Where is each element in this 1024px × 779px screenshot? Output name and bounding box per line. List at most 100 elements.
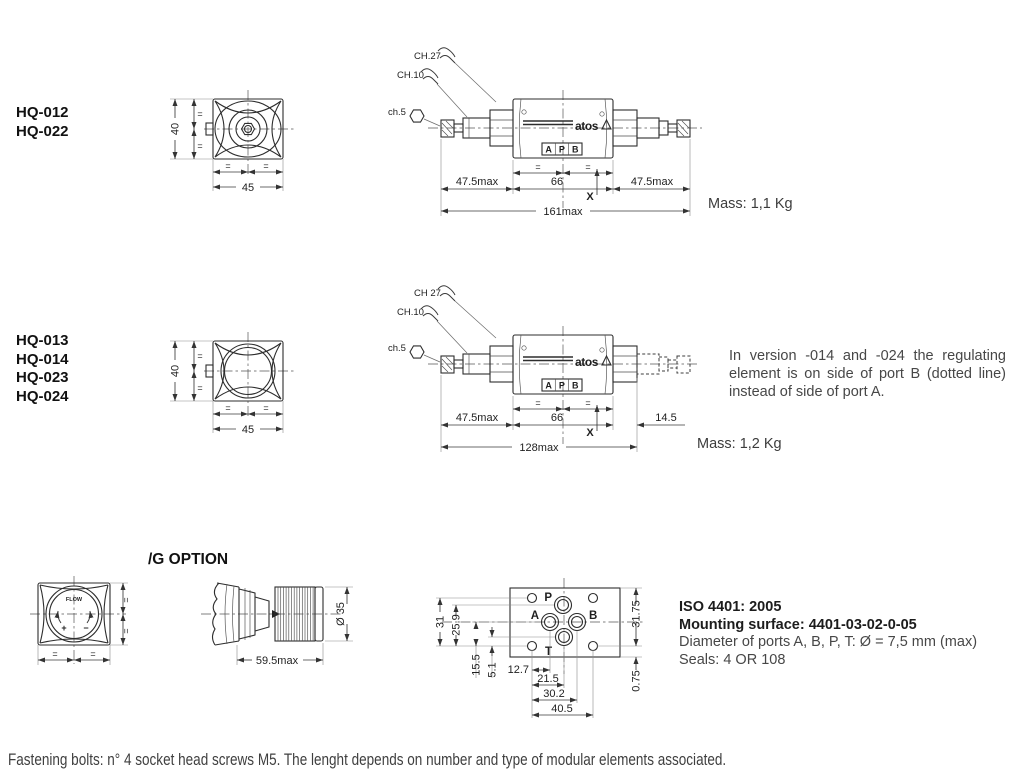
wrench-size-label: CH.27 (414, 51, 441, 62)
hex-key-icon (409, 345, 425, 359)
port-b-label: B (572, 144, 579, 154)
fastening-bolts-note: Fastening bolts: n° 4 socket head screws… (8, 751, 727, 769)
dim-21-5: 21.5 (537, 673, 558, 685)
dim-12-7: 12.7 (508, 664, 529, 676)
dim-width: 45 (242, 424, 254, 436)
mass-label-mid: Mass: 1,2 Kg (697, 436, 782, 452)
front-view-drawing-mid: 40 = = = = 45 (170, 332, 294, 436)
equal-mark: = (197, 141, 202, 151)
wrench-icon (420, 305, 439, 322)
wrench-icon (437, 285, 456, 302)
model-label: HQ-013 (16, 332, 69, 349)
equal-mark: = (52, 649, 57, 659)
equal-mark: = (121, 628, 131, 633)
wrench-icon (420, 68, 439, 85)
allen-size-label: ch.5 (388, 343, 406, 354)
port-a-label: A (531, 610, 539, 622)
equal-mark: = (225, 161, 230, 171)
model-label: HQ-014 (16, 350, 69, 368)
dim-5-1: 5.1 (487, 662, 499, 677)
side-view-drawing-top: atos A P B CH.27 CH.10 ch.5 (388, 47, 702, 218)
version-note: In version -014 and -024 the regulating … (729, 348, 1006, 400)
pointer-triangle-icon (272, 610, 280, 618)
plus-mark: + (61, 623, 66, 633)
equal-mark: = (197, 351, 202, 361)
side-tab (205, 122, 214, 136)
front-view-drawing-top: 40 = = = = 45 (170, 90, 294, 194)
equal-mark: = (197, 383, 202, 393)
mass-label-top: Mass: 1,1 Kg (708, 196, 793, 212)
equal-mark: = (263, 161, 268, 171)
dim-31: 31 (435, 616, 447, 628)
equal-mark: = (225, 403, 230, 413)
port-b-label: B (589, 610, 597, 622)
model-label: HQ-012 (16, 104, 69, 121)
axis-marker: X (586, 427, 594, 439)
port-a-label: A (545, 380, 552, 390)
mounting-plate (509, 587, 621, 658)
atos-delta-icon (601, 354, 612, 366)
dim-length: 59.5max (256, 655, 299, 667)
port-t-label: T (545, 646, 552, 658)
atos-delta-icon (601, 118, 612, 130)
iso-standard: ISO 4401: 2005 (679, 599, 782, 615)
port-p-hole (553, 595, 573, 615)
port-t-hole (554, 627, 574, 647)
wrench-size-label: CH.10 (397, 70, 424, 81)
dim-width: 45 (242, 182, 254, 194)
wrench-size-label: CH 27 (414, 288, 441, 299)
dim-31-75: 31.75 (631, 600, 643, 628)
dim-left: 47.5max (456, 176, 499, 188)
side-view-drawing-mid: atos A P B CH 27 CH.10 ch.5 = (388, 285, 698, 454)
equal-mark: = (263, 403, 268, 413)
model-list-mid: HQ-013 HQ-014 HQ-023 HQ-024 (16, 332, 69, 406)
equal-mark: = (585, 162, 590, 172)
dim-40-5: 40.5 (551, 703, 572, 715)
dim-right: 14.5 (655, 412, 676, 424)
port-a-hole (540, 612, 560, 632)
dim-height: 40 (170, 365, 182, 377)
port-p-label: P (559, 144, 565, 154)
model-list-top: HQ-012 HQ-022 (16, 104, 69, 141)
atos-logo: atos (575, 119, 599, 133)
atos-logo: atos (575, 355, 599, 369)
equal-mark: = (121, 597, 131, 602)
allen-size-label: ch.5 (388, 107, 406, 118)
g-option-front-view: FLOW + − = = = = (30, 576, 131, 665)
seals-note: Seals: 4 OR 108 (679, 651, 786, 668)
dim-total: 161max (543, 206, 583, 218)
dim-total: 128max (519, 442, 559, 454)
bolt-hole (587, 592, 599, 604)
knurl-lines (277, 587, 314, 641)
rotate-arrow-icon (86, 610, 94, 624)
hex-nut (238, 587, 256, 641)
flow-label: FLOW (66, 597, 83, 603)
dim-25-9: 25.9 (451, 614, 463, 635)
port-b-label: B (572, 380, 579, 390)
port-p-label: P (544, 592, 552, 604)
equal-mark: = (197, 109, 202, 119)
wrench-icon (437, 47, 456, 64)
g-option-side-view: 59.5max Ø 35 (201, 582, 353, 667)
side-tab (205, 364, 214, 378)
g-option-title: /G OPTION (148, 551, 229, 568)
wrench-size-label: CH.10 (397, 307, 424, 318)
equal-mark: = (90, 649, 95, 659)
port-b-hole (567, 612, 587, 632)
dim-right: 47.5max (631, 176, 674, 188)
model-label: HQ-023 (16, 369, 69, 386)
break-line (211, 582, 220, 646)
minus-mark: − (83, 623, 88, 633)
bolt-hole (526, 592, 538, 604)
dim-left: 47.5max (456, 412, 499, 424)
screw-hatch (441, 120, 454, 137)
bolt-hole (526, 640, 538, 652)
dim-height: 40 (170, 123, 182, 135)
iso-spec-block: ISO 4401: 2005 Mounting surface: 4401-03… (679, 599, 977, 669)
port-a-label: A (545, 144, 552, 154)
dim-diameter: Ø 35 (335, 602, 347, 626)
port-p-label: P (559, 380, 565, 390)
rotate-arrow-icon (54, 610, 62, 624)
dim-0-75: 0.75 (631, 670, 643, 691)
